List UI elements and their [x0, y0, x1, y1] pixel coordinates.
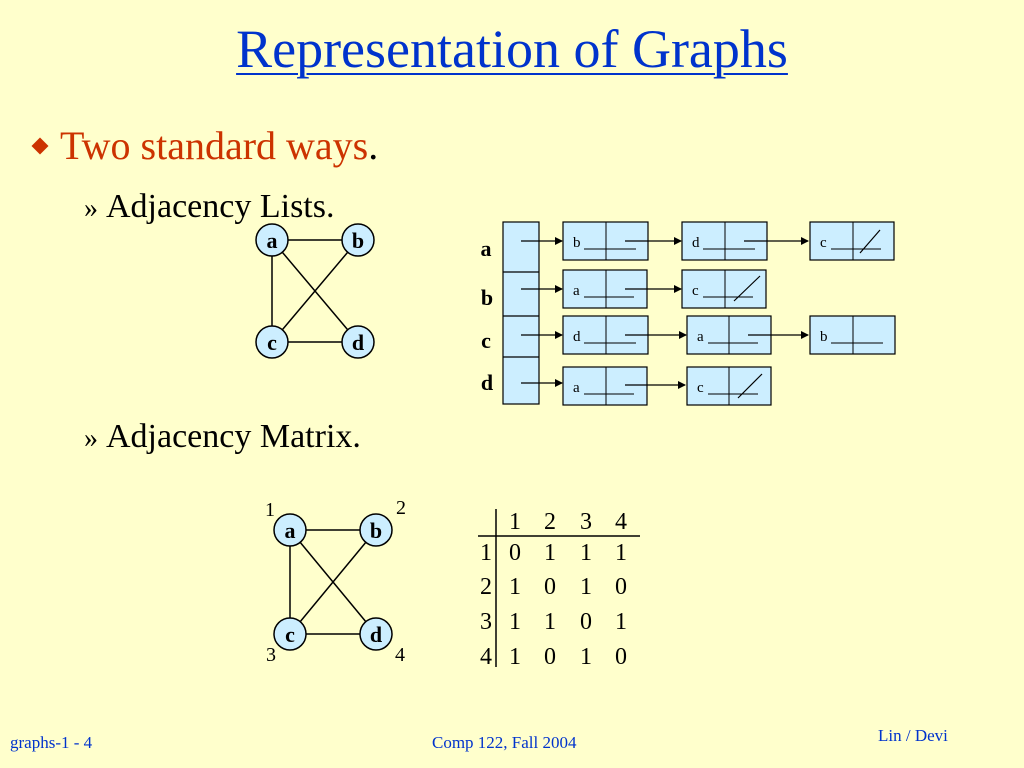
graph1-node-label: a: [267, 228, 278, 253]
bullet-item: Two standard ways.: [28, 122, 378, 169]
sub-item-text: Adjacency Lists.: [106, 188, 335, 225]
graph2-node-label: b: [370, 518, 382, 543]
matrix-cell: 1: [580, 644, 592, 670]
graph-1: a b c d: [255, 223, 375, 359]
footer-authors: Lin / Devi: [878, 726, 948, 745]
graph2-node: [273, 513, 307, 547]
matrix-cell: 1: [509, 574, 521, 600]
adjacency-list: a b c d b d c a c d: [481, 221, 896, 406]
list-node-value: c: [820, 235, 827, 251]
null-pointer-slash: [859, 229, 881, 254]
list-node: [809, 221, 895, 261]
footer-course: Comp 122, Fall 2004: [432, 733, 577, 752]
list-node-value: a: [697, 329, 704, 345]
matrix-cell: 1: [580, 574, 592, 600]
graph-2: a b c d 1 2 3 4: [265, 497, 406, 666]
matrix-cell: 1: [615, 540, 627, 566]
adjacency-matrix: 1 2 3 4 1 0 1 1 1 2 1 0 1 0 3 1 1 0 1 4 …: [478, 509, 640, 670]
node-number: 3: [266, 644, 276, 666]
null-pointer-slash: [733, 275, 761, 302]
graph2-node: [273, 617, 307, 651]
graph1-node: [255, 223, 289, 257]
sub-bullet-icon: »: [84, 423, 98, 454]
list-row-label: a: [481, 236, 492, 261]
matrix-cell: 0: [544, 574, 556, 600]
bullet-text: Two standard ways: [60, 123, 369, 168]
sub-item-adjacency-matrix: » Adjacency Matrix.: [84, 418, 361, 456]
footer-slide-id: graphs-1 - 4: [10, 733, 93, 752]
sub-item-adjacency-lists: » Adjacency Lists.: [84, 188, 335, 226]
sub-item-text: Adjacency Matrix.: [106, 418, 361, 455]
matrix-column-header: 4: [615, 509, 627, 535]
matrix-cell: 0: [615, 644, 627, 670]
matrix-row-header: 4: [480, 644, 492, 670]
list-node-value: c: [692, 283, 699, 299]
matrix-row-header: 2: [480, 574, 492, 600]
matrix-cell: 0: [615, 574, 627, 600]
matrix-cell: 1: [544, 609, 556, 635]
matrix-cell: 0: [544, 644, 556, 670]
matrix-cell: 1: [615, 609, 627, 635]
node-number: 2: [396, 497, 406, 519]
sub-bullet-icon: »: [84, 193, 98, 224]
null-pointer-slash: [737, 373, 763, 399]
list-row-label: b: [481, 285, 493, 310]
list-node-value: d: [692, 235, 700, 251]
edge-b-c: [271, 239, 359, 343]
node-number: 1: [265, 499, 275, 521]
graph1-node: [341, 325, 375, 359]
list-node-value: a: [573, 380, 580, 396]
list-node-value: c: [697, 380, 704, 396]
list-row-label: c: [481, 328, 491, 353]
matrix-column-header: 3: [580, 509, 592, 535]
matrix-cell: 1: [509, 644, 521, 670]
graph1-node: [341, 223, 375, 257]
head-array: [502, 221, 540, 405]
graph1-node-label: d: [352, 330, 364, 355]
graph2-node-label: c: [285, 622, 295, 647]
matrix-cell: 1: [544, 540, 556, 566]
node-number: 4: [395, 644, 405, 666]
list-node: [562, 366, 648, 406]
graph1-node-label: b: [352, 228, 364, 253]
list-node-value: b: [820, 329, 828, 345]
graph1-node-label: c: [267, 330, 277, 355]
matrix-column-header: 2: [544, 509, 556, 535]
matrix-row-header: 1: [480, 540, 492, 566]
matrix-cell: 1: [509, 609, 521, 635]
list-node-value: d: [573, 329, 581, 345]
slide-title: Representation of Graphs: [236, 19, 788, 79]
matrix-column-header: 1: [509, 509, 521, 535]
graph1-node: [255, 325, 289, 359]
matrix-cell: 0: [509, 540, 521, 566]
graph2-node: [359, 513, 393, 547]
list-node-value: b: [573, 235, 581, 251]
list-row-label: d: [481, 370, 493, 395]
matrix-cell: 1: [580, 540, 592, 566]
graph2-node-label: d: [370, 622, 382, 647]
graph2-node: [359, 617, 393, 651]
matrix-cell: 0: [580, 609, 592, 635]
list-node-value: a: [573, 283, 580, 299]
list-node: [681, 269, 767, 309]
graph2-node-label: a: [285, 518, 296, 543]
matrix-row-header: 3: [480, 609, 492, 635]
edge-b-c: [289, 529, 377, 635]
bullet-period: .: [368, 123, 379, 168]
